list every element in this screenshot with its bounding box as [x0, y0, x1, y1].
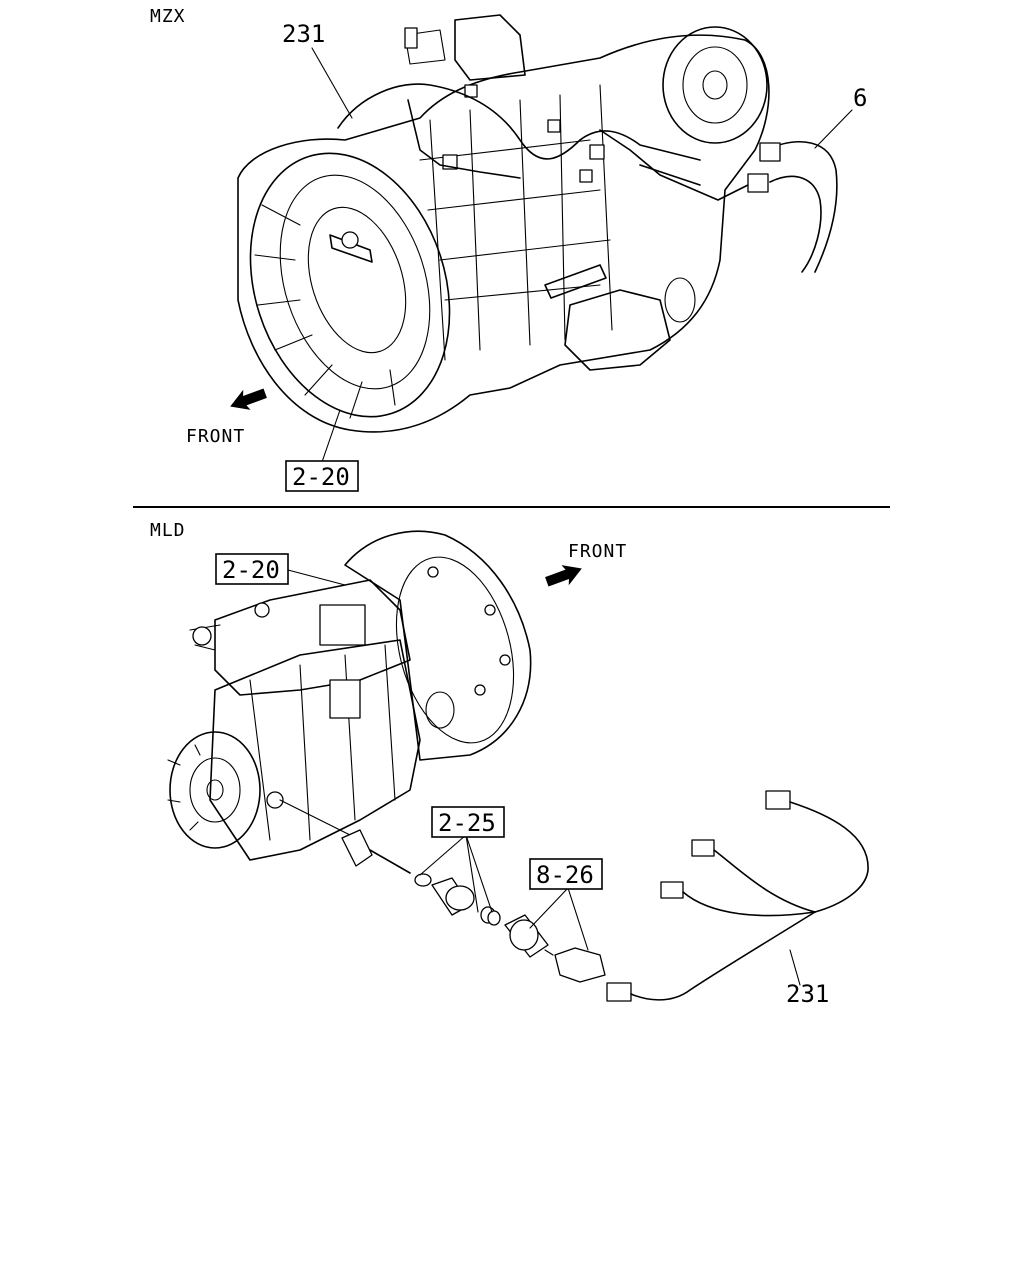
callout-6: 6	[853, 84, 867, 112]
front-arrow-bottom	[545, 565, 582, 587]
leader-231-top	[311, 47, 353, 119]
front-label-bottom: FRONT	[568, 541, 627, 562]
mld-wire-harness	[606, 790, 869, 1002]
leader-2-25	[419, 834, 493, 913]
mld-transmission-drawing	[167, 530, 532, 861]
callout-box-8-26	[529, 858, 603, 890]
callout-2-20-top: 2-20	[292, 463, 350, 491]
callout-231-bottom: 231	[786, 980, 829, 1008]
bottom-model-label: MLD	[150, 520, 186, 541]
leader-6	[814, 109, 853, 149]
callout-8-26: 8-26	[536, 861, 594, 889]
mzx-transmission-drawing	[237, 14, 770, 433]
front-label-top: FRONT	[186, 426, 245, 447]
mzx-wire-harness	[337, 83, 838, 273]
leader-2-20-top	[321, 409, 341, 463]
leader-8-26	[529, 887, 589, 951]
callout-box-2-20-bottom	[215, 553, 289, 585]
speedo-drive-parts	[279, 799, 501, 926]
leader-2-20-bottom	[287, 569, 346, 586]
callout-box-2-20-top	[285, 460, 359, 492]
top-model-label: MZX	[150, 6, 186, 27]
speed-sensor-parts	[504, 914, 606, 983]
callout-box-2-25	[431, 806, 505, 838]
leader-231-bottom	[789, 949, 801, 986]
callout-231-top: 231	[282, 20, 325, 48]
front-arrow-top	[230, 388, 267, 410]
callout-2-20-bottom: 2-20	[222, 556, 280, 584]
callout-2-25: 2-25	[438, 809, 496, 837]
